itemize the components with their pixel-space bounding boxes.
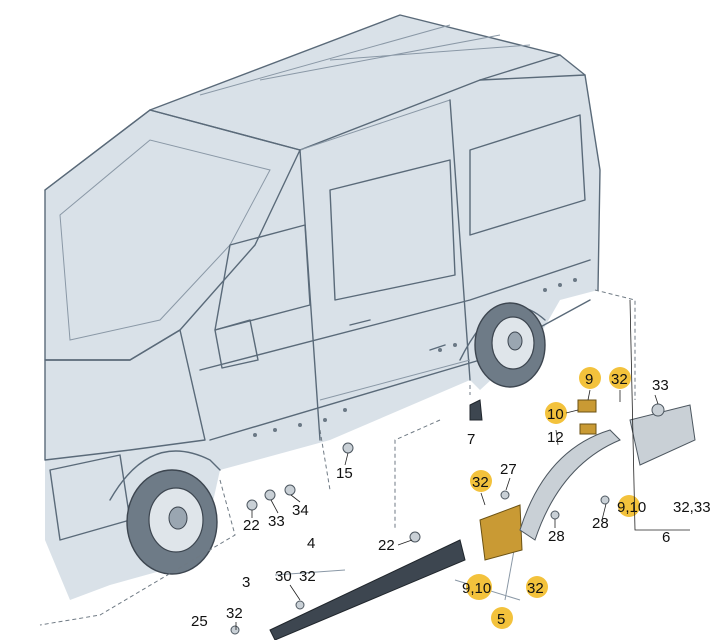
front-wheel [126,469,218,575]
label-30: 30 [275,568,292,585]
label-5: 5 [497,611,505,628]
label-33-b: 33 [268,513,285,530]
wheel-arch-trim-12 [519,429,621,541]
label-22-b: 22 [378,537,395,554]
label-32-d: 32 [226,605,243,622]
leader-lines [235,299,690,630]
label-32-33: 32,33 [673,499,711,516]
label-34: 34 [292,502,309,519]
label-6: 6 [662,529,670,546]
highlight-badges [466,367,640,629]
rear-panel-6 [629,404,696,466]
label-25: 25 [191,613,208,630]
trim-piece-7 [469,399,483,421]
badge-32-c [526,576,548,598]
label-32-e: 32 [527,580,544,597]
label-15: 15 [336,465,353,482]
badge-5 [491,607,513,629]
badge-9 [579,367,601,389]
label-9-10-b: 9,10 [462,580,491,597]
badge-32-a [609,367,631,389]
label-32-c: 32 [299,568,316,585]
label-32-b: 32 [472,474,489,491]
van-body [44,14,601,600]
label-33: 33 [652,377,669,394]
label-27: 27 [500,461,517,478]
badge-9-10-b [466,574,492,600]
callout-lines [39,289,636,626]
label-32: 32 [611,371,628,388]
badge-10 [545,402,567,424]
label-9: 9 [585,371,593,388]
clips-9-10 [577,399,597,435]
label-12: 12 [547,429,564,446]
label-3: 3 [242,574,250,591]
rear-wheel [474,302,546,388]
fasteners [230,403,665,635]
mudguard-trim-5 [479,504,523,561]
label-10: 10 [547,406,564,423]
label-28-b: 28 [548,528,565,545]
label-9-10: 9,10 [617,499,646,516]
label-22: 22 [243,517,260,534]
part-labels: 33 9 32 10 12 7 15 27 32 9,10 32,33 28 6… [191,371,711,630]
label-4: 4 [307,535,315,552]
badge-32-b [470,470,492,492]
side-trim-strip-4 [269,539,466,640]
label-28: 28 [592,515,609,532]
label-7: 7 [467,431,475,448]
